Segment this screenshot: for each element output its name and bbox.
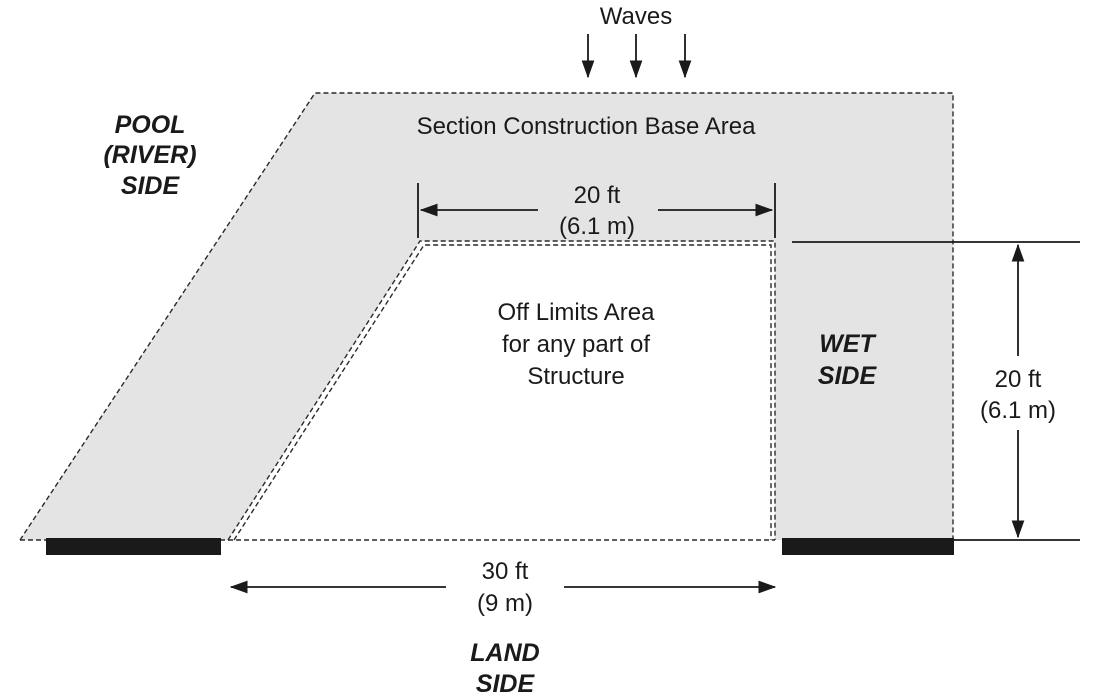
off-limits-label: Off Limits Area for any part of Structur…: [498, 299, 656, 390]
pool-side-line: (RIVER): [103, 141, 196, 169]
off-limits-boundary-inner: [233, 244, 772, 541]
pool-side-line: POOL: [115, 111, 186, 139]
right-dimension-metric: (6.1 m): [980, 397, 1056, 424]
land-side-label: LAND SIDE: [470, 639, 539, 698]
land-side-line: LAND: [470, 639, 539, 667]
right-footing-bar: [782, 538, 954, 555]
top-dimension: 20 ft (6.1 m): [417, 182, 776, 240]
waves-label: Waves: [600, 3, 672, 30]
land-side-line: SIDE: [476, 670, 536, 698]
off-limits-line: Structure: [527, 363, 624, 390]
pool-side-line: SIDE: [121, 172, 181, 200]
base-area-label: Section Construction Base Area: [417, 113, 757, 140]
wet-side-label: WET SIDE: [818, 330, 878, 390]
wave-arrows: [581, 34, 692, 79]
bottom-dimension: 30 ft (9 m): [229, 558, 777, 617]
off-limits-boundary: [227, 240, 776, 541]
top-dimension-metric: (6.1 m): [559, 213, 635, 240]
right-dimension: 20 ft (6.1 m): [792, 241, 1080, 541]
bottom-dimension-value: 30 ft: [482, 558, 529, 585]
right-dimension-value: 20 ft: [995, 366, 1042, 393]
bottom-dimension-metric: (9 m): [477, 590, 533, 617]
wet-side-line: WET: [819, 330, 877, 358]
off-limits-line: for any part of: [502, 331, 650, 358]
outer-boundary: [19, 92, 954, 541]
bottom-dimension-label-bg: [446, 576, 564, 598]
off-limits-line: Off Limits Area: [498, 299, 656, 326]
top-dimension-value: 20 ft: [574, 182, 621, 209]
left-footing-bar: [46, 538, 221, 555]
pool-side-label: POOL (RIVER) SIDE: [103, 111, 196, 200]
wet-side-line: SIDE: [818, 362, 878, 390]
top-dimension-label-bg: [538, 196, 658, 224]
